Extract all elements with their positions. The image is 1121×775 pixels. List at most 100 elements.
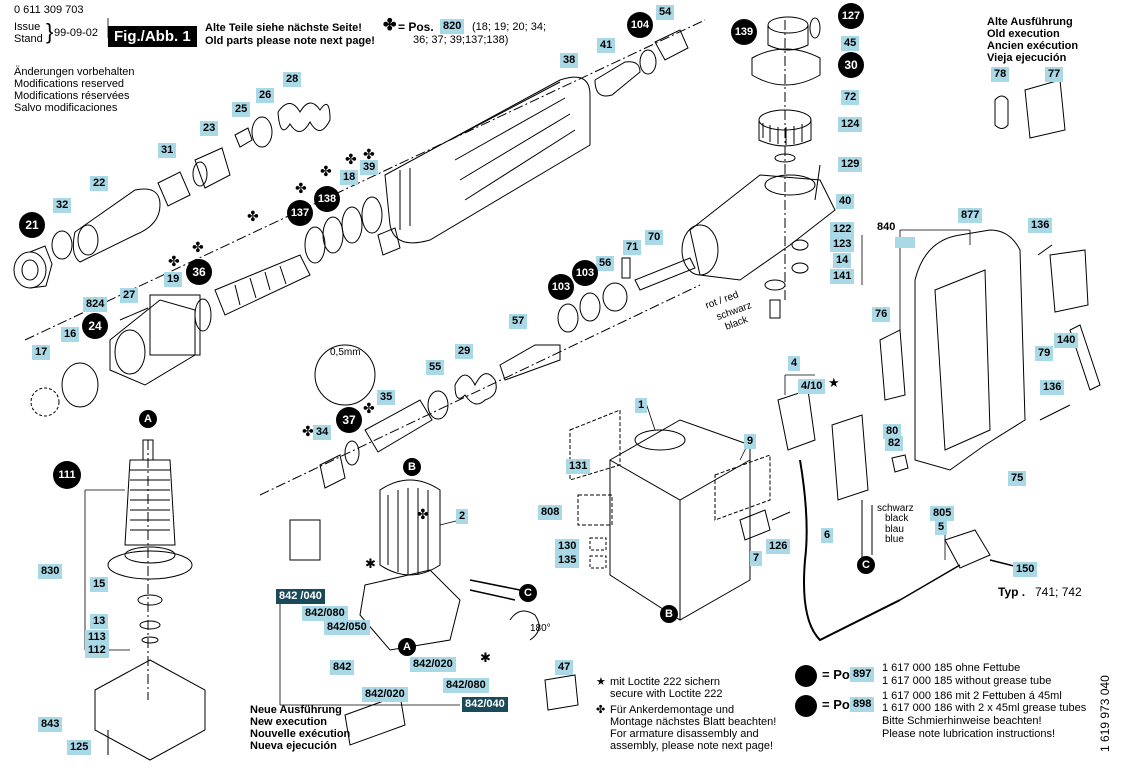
- brush-detail: [289, 519, 321, 561]
- callout-842-050: 842/050: [324, 620, 370, 635]
- part-16-ring: [61, 362, 99, 408]
- callout-140: 140: [1054, 333, 1079, 348]
- part-113: [139, 620, 161, 630]
- label-135: [589, 555, 607, 569]
- callout-1: 1: [635, 398, 648, 413]
- callout-72: 72: [841, 90, 860, 105]
- brace: }: [46, 19, 54, 44]
- club-icon: ✤: [383, 17, 397, 34]
- gap-label: 0,5mm: [330, 347, 361, 358]
- old-execution-de: Alte Ausführung: [987, 16, 1073, 28]
- part-55: [427, 390, 449, 420]
- callout-138: 138: [314, 186, 340, 212]
- part-45-flange: [751, 48, 821, 86]
- club-icon: ✤: [345, 151, 357, 167]
- part-56: [602, 282, 628, 312]
- part-39-clip: [377, 227, 401, 256]
- callout-78: 78: [991, 67, 1010, 82]
- callout-14: 14: [833, 253, 852, 268]
- label-9: [714, 454, 771, 521]
- callout-57: 57: [509, 314, 528, 329]
- callout-136-a: 136: [1028, 218, 1053, 233]
- callout-34: 34: [313, 425, 332, 440]
- callout-21: 21: [19, 212, 45, 238]
- part-76: [879, 329, 906, 401]
- part-138-ring: [322, 216, 344, 254]
- club-icon: ✤: [168, 253, 180, 269]
- bullet-icon: [795, 695, 817, 717]
- star-icon: ✱: [480, 650, 491, 665]
- club-icon: ✤: [363, 400, 375, 416]
- callout-842-080-a: 842/080: [302, 606, 348, 621]
- callout-131: 131: [566, 459, 591, 474]
- part-78: [994, 95, 1009, 129]
- part-7: [739, 509, 771, 541]
- part-number: 0 611 309 703: [14, 4, 84, 16]
- callout-45: 45: [841, 36, 860, 51]
- modifications-de: Änderungen vorbehalten: [14, 66, 135, 78]
- callout-840-box: [895, 237, 915, 248]
- brush-set: [344, 694, 406, 746]
- callout-877: 877: [958, 208, 983, 223]
- part-137-ring: [304, 226, 326, 264]
- callout-35: 35: [377, 390, 396, 405]
- part-26-ring: [251, 116, 273, 148]
- callout-13: 13: [90, 614, 109, 629]
- callout-82: 82: [885, 436, 904, 451]
- old-execution-fr: Ancien exécution: [987, 40, 1079, 52]
- callout-17: 17: [32, 345, 51, 360]
- part-17-gear: [30, 387, 60, 417]
- part-140: [1049, 249, 1089, 313]
- callout-29: 29: [455, 344, 474, 359]
- wire-schwarz-2: schwarz: [877, 503, 914, 514]
- type-values: 741; 742: [1035, 585, 1082, 599]
- callout-808: 808: [538, 505, 563, 520]
- part-75-handle: [914, 229, 1026, 471]
- callout-127: 127: [838, 3, 864, 29]
- callout-16: 16: [61, 327, 80, 342]
- wire-blue: blue: [885, 534, 904, 545]
- star-icon: ✱: [365, 556, 376, 571]
- callout-113: 113: [85, 630, 109, 645]
- callout-840: 840: [877, 221, 896, 233]
- callout-4: 4: [788, 356, 801, 371]
- callout-103-b: 103: [548, 274, 574, 300]
- callout-842: 842: [330, 660, 355, 675]
- callout-24: 24: [82, 313, 108, 339]
- callout-79: 79: [1035, 346, 1054, 361]
- part-47: [544, 674, 579, 711]
- wire-black-2: black: [885, 513, 909, 524]
- ref-c-1: C: [519, 584, 537, 602]
- part-34: [319, 454, 346, 489]
- wire-blau: blau: [885, 524, 904, 535]
- callout-25: 25: [232, 102, 251, 117]
- issue-label: Issue: [14, 21, 41, 33]
- new-execution-en: New execution: [250, 716, 328, 728]
- callout-104: 104: [627, 12, 653, 38]
- callout-75: 75: [1008, 471, 1027, 486]
- loctite-de: mit Loctite 222 sichern: [610, 676, 721, 688]
- part-14: [764, 279, 786, 291]
- club-icon: ✤: [417, 506, 429, 522]
- club-icon: ✤: [192, 239, 204, 255]
- part-77: [1024, 79, 1066, 139]
- part-37-ring: [344, 440, 360, 466]
- part-54-clip: [654, 29, 689, 61]
- callout-150: 150: [1013, 562, 1038, 577]
- part-136b-screw: [1039, 404, 1071, 421]
- part-111-armature: [124, 459, 176, 546]
- type-label: Typ .: [998, 585, 1026, 599]
- callout-824: 824: [83, 297, 108, 312]
- part-5-plug: [944, 529, 991, 569]
- loctite-en: secure with Loctite 222: [610, 688, 723, 700]
- pos-897-line1: 1 617 000 185 ohne Fettube: [882, 662, 1021, 674]
- part-38-housing: [384, 76, 591, 244]
- part-104-ring: [639, 49, 657, 75]
- part-40-housing: [689, 174, 836, 281]
- ref-a-1: A: [139, 410, 157, 428]
- new-execution-de: Neue Ausführung: [250, 704, 342, 716]
- callout-71: 71: [623, 240, 642, 255]
- club-icon: ✤: [295, 180, 307, 196]
- callout-842-080-b: 842/080: [443, 678, 489, 693]
- old-execution-en: Old execution: [987, 28, 1060, 40]
